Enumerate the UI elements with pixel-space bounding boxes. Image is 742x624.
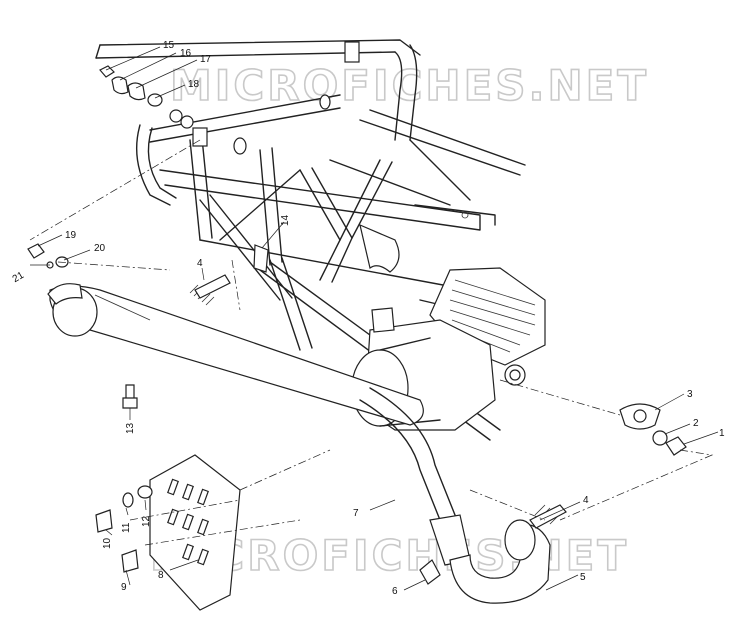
callout-20: 20 bbox=[94, 243, 106, 254]
muffler bbox=[47, 283, 424, 426]
callout-1: 1 bbox=[719, 428, 725, 439]
hardware bbox=[27, 65, 687, 585]
exhaust-pipe bbox=[359, 387, 471, 566]
callout-17: 17 bbox=[200, 54, 212, 65]
heat-shield bbox=[149, 454, 241, 611]
callout-8: 8 bbox=[158, 570, 164, 581]
callout-12: 12 bbox=[141, 515, 152, 527]
callout-10: 10 bbox=[102, 537, 113, 549]
callout-6: 6 bbox=[392, 586, 398, 597]
head-pipe bbox=[449, 519, 551, 604]
callout-11: 11 bbox=[121, 522, 132, 533]
callout-18: 18 bbox=[188, 79, 200, 90]
leader-lines bbox=[30, 46, 719, 591]
callout-3: 3 bbox=[687, 389, 693, 400]
callout-5: 5 bbox=[580, 572, 586, 583]
callout-9: 9 bbox=[121, 582, 127, 593]
callout-4-lower: 4 bbox=[583, 495, 589, 506]
callout-21: 21 bbox=[11, 270, 27, 285]
alignment-lines bbox=[29, 139, 714, 546]
callout-labels: 1 2 3 4 4 5 6 7 8 9 10 11 12 13 14 15 16… bbox=[11, 40, 725, 597]
callout-14: 14 bbox=[280, 214, 291, 226]
watermark-top: MICROFICHES.NET bbox=[170, 61, 649, 110]
callout-4-upper: 4 bbox=[197, 258, 203, 269]
callout-16: 16 bbox=[180, 48, 192, 59]
callout-7: 7 bbox=[353, 508, 359, 519]
callout-13: 13 bbox=[125, 422, 136, 434]
callout-19: 19 bbox=[65, 230, 77, 241]
callout-2: 2 bbox=[693, 418, 699, 429]
callout-15: 15 bbox=[163, 40, 175, 51]
